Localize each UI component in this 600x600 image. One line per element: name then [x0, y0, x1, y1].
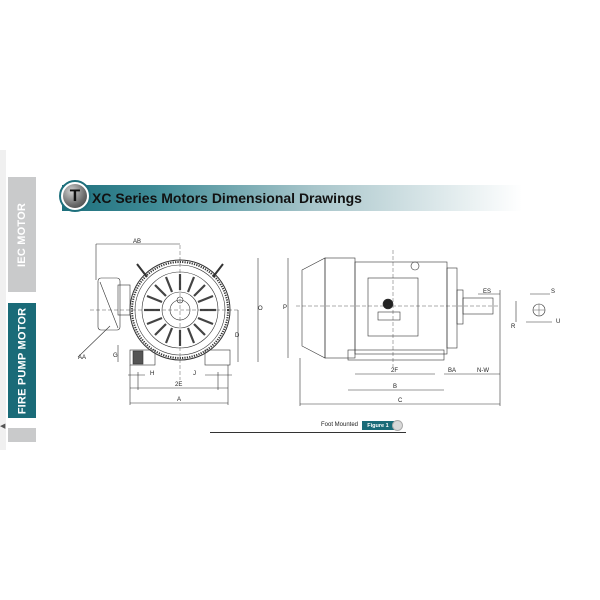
- title-banner: [62, 185, 522, 211]
- section-badge: T: [59, 180, 91, 212]
- tab-fire-pump-motor[interactable]: FIRE PUMP MOTOR: [8, 303, 36, 418]
- front-view: [77, 243, 259, 405]
- page-back-arrow-icon[interactable]: ◀: [0, 423, 6, 430]
- tab-fire-pump-motor-label: FIRE PUMP MOTOR: [16, 307, 28, 414]
- shaft-key-detail: [515, 293, 552, 323]
- dim-2E: 2E: [175, 382, 182, 388]
- dim-A: A: [177, 397, 181, 403]
- dim-G: G: [113, 353, 118, 359]
- dim-AB: AB: [133, 239, 141, 245]
- motor-dimensional-drawing: AB O D AA G H J 2E A: [77, 239, 560, 406]
- footer-rule: [210, 432, 406, 433]
- dim-H: H: [150, 371, 154, 377]
- dim-B: B: [393, 384, 397, 390]
- tab-more[interactable]: [8, 428, 36, 442]
- dim-D: D: [235, 333, 240, 339]
- figure-1-button[interactable]: Figure 1: [362, 421, 394, 430]
- left-edge-strip: [0, 150, 6, 450]
- tab-iec-motor-label: IEC MOTOR: [16, 202, 28, 267]
- dim-S: S: [551, 289, 555, 295]
- page-title: XC Series Motors Dimensional Drawings: [92, 190, 362, 206]
- dim-R: R: [511, 324, 516, 330]
- dim-P: P: [283, 305, 287, 311]
- dim-U: U: [556, 319, 560, 325]
- dim-2F: 2F: [391, 368, 398, 374]
- badge-letter: T: [63, 184, 87, 208]
- dim-NW: N-W: [477, 368, 489, 374]
- dim-BA: BA: [448, 368, 456, 374]
- dim-C: C: [398, 398, 403, 404]
- dim-AA: AA: [78, 355, 86, 361]
- tab-iec-motor[interactable]: IEC MOTOR: [8, 177, 36, 292]
- dim-J: J: [193, 371, 196, 377]
- figure-toggle-icon[interactable]: [392, 420, 403, 431]
- dim-O: O: [258, 306, 263, 312]
- side-view: [287, 250, 501, 406]
- figure-caption: Foot Mounted: [321, 422, 359, 428]
- dim-ES: ES: [483, 289, 491, 295]
